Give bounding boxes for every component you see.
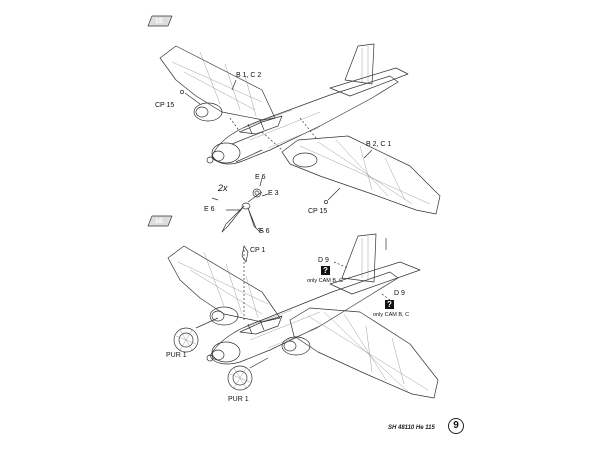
label-e6-left: E 6 <box>204 206 215 213</box>
step-15-number: 15 <box>155 18 163 25</box>
label-cp1: CP 1 <box>250 247 266 254</box>
lower-right-wing <box>289 307 439 399</box>
question-box-top: ? <box>321 266 330 275</box>
label-e6-top: E 6 <box>255 174 266 181</box>
footer-caption: SH 48110 He 115 <box>388 425 435 431</box>
label-b1-c2: B 1, C 2 <box>236 72 262 79</box>
label-pur1-left: PUR 1 <box>166 352 187 359</box>
label-b2-c1: B 2, C 1 <box>366 141 392 148</box>
upper-fuselage <box>211 75 399 165</box>
upper-left-wing <box>159 45 276 121</box>
label-e3: E 3 <box>268 190 279 197</box>
pur1-bottom-part <box>227 365 253 391</box>
page-number: 9 <box>448 418 464 434</box>
upper-right-wing <box>281 135 441 215</box>
question-box-bottom: ? <box>385 300 394 309</box>
label-d9-bottom: D 9 <box>394 290 405 297</box>
label-e6-bottom: E 6 <box>259 228 270 235</box>
label-cp15-right: CP 15 <box>308 208 328 215</box>
label-only-cam-top: only CAM B, C <box>307 278 344 284</box>
lower-tail-fin <box>341 233 377 283</box>
propeller-detail <box>211 177 269 233</box>
lower-assembly <box>167 233 439 399</box>
pur-parts <box>173 317 269 391</box>
label-pur1-bottom: PUR 1 <box>228 396 249 403</box>
pur1-left-part <box>173 327 199 353</box>
label-multiplier: 2x <box>218 183 228 193</box>
lower-left-wing <box>167 245 281 323</box>
upper-tail-fin <box>344 43 375 85</box>
upper-assembly <box>159 43 441 215</box>
step-16-number: 16 <box>155 218 163 225</box>
label-cp15-left: CP 15 <box>155 102 175 109</box>
label-only-cam-bottom: only CAM B, C <box>373 312 410 318</box>
label-d9-top: D 9 <box>318 257 329 264</box>
upper-engine <box>211 142 241 164</box>
step-markers <box>147 15 173 227</box>
